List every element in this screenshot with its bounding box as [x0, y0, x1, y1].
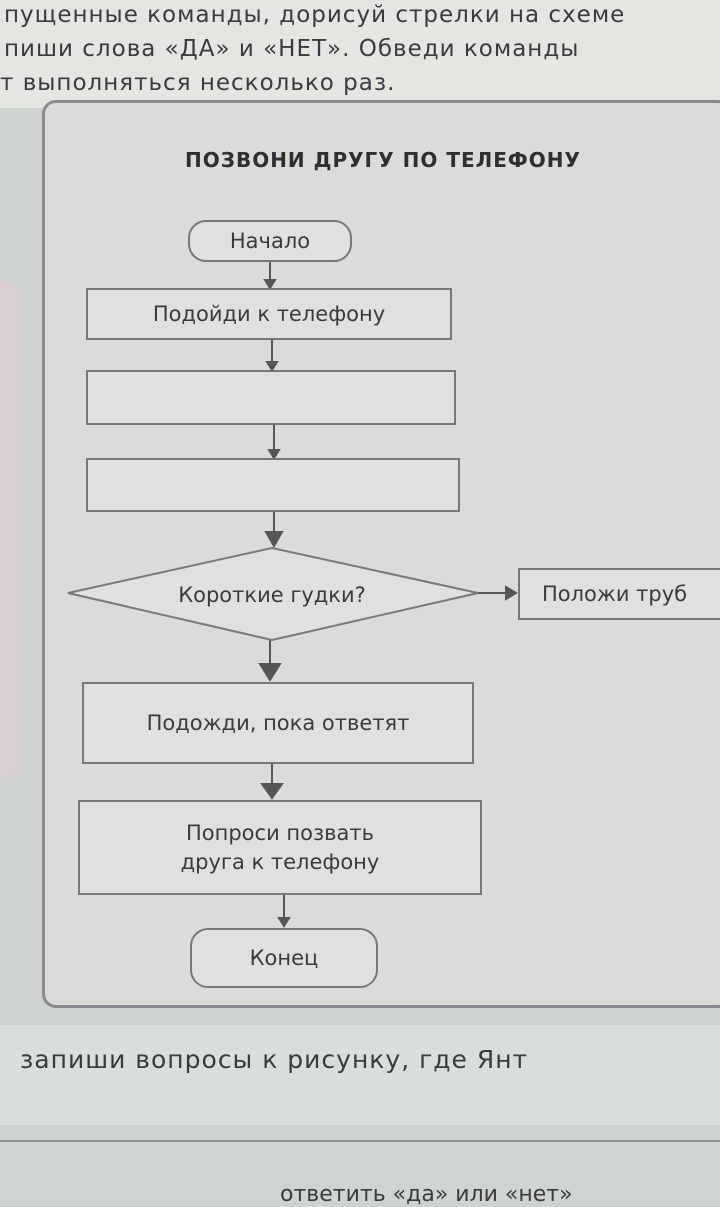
side-illustration	[0, 280, 22, 780]
bottom-strip	[0, 1140, 720, 1202]
step-ask-friend: Попроси позвать друга к телефону	[78, 800, 482, 895]
side-action-box: Положи труб	[518, 568, 720, 620]
empty-step-box[interactable]	[86, 370, 456, 425]
next-task-text: запиши вопросы к рисунку, где Янт	[20, 1045, 529, 1074]
instruction-line: т выполняться несколько раз.	[0, 70, 396, 96]
end-terminal: Конец	[190, 928, 378, 988]
flowchart-title: ПОЗВОНИ ДРУГУ ПО ТЕЛЕФОНУ	[185, 148, 581, 172]
instruction-line: пиши слова «ДА» и «НЕТ». Обведи команды	[4, 36, 580, 62]
decision-diamond	[67, 546, 479, 642]
instructions-area: пущенные команды, дорисуй стрелки на схе…	[0, 0, 720, 108]
instruction-line: пущенные команды, дорисуй стрелки на схе…	[4, 2, 626, 28]
partial-text: ответить «да» или «нет»	[280, 1182, 573, 1207]
step-approach-phone: Подойди к телефону	[86, 288, 452, 340]
decision-label: Короткие гудки?	[178, 582, 366, 607]
start-terminal: Начало	[188, 220, 352, 262]
step-wait-answer: Подожди, пока ответят	[82, 682, 474, 764]
empty-step-box[interactable]	[86, 458, 460, 512]
next-task-area	[0, 1025, 720, 1125]
